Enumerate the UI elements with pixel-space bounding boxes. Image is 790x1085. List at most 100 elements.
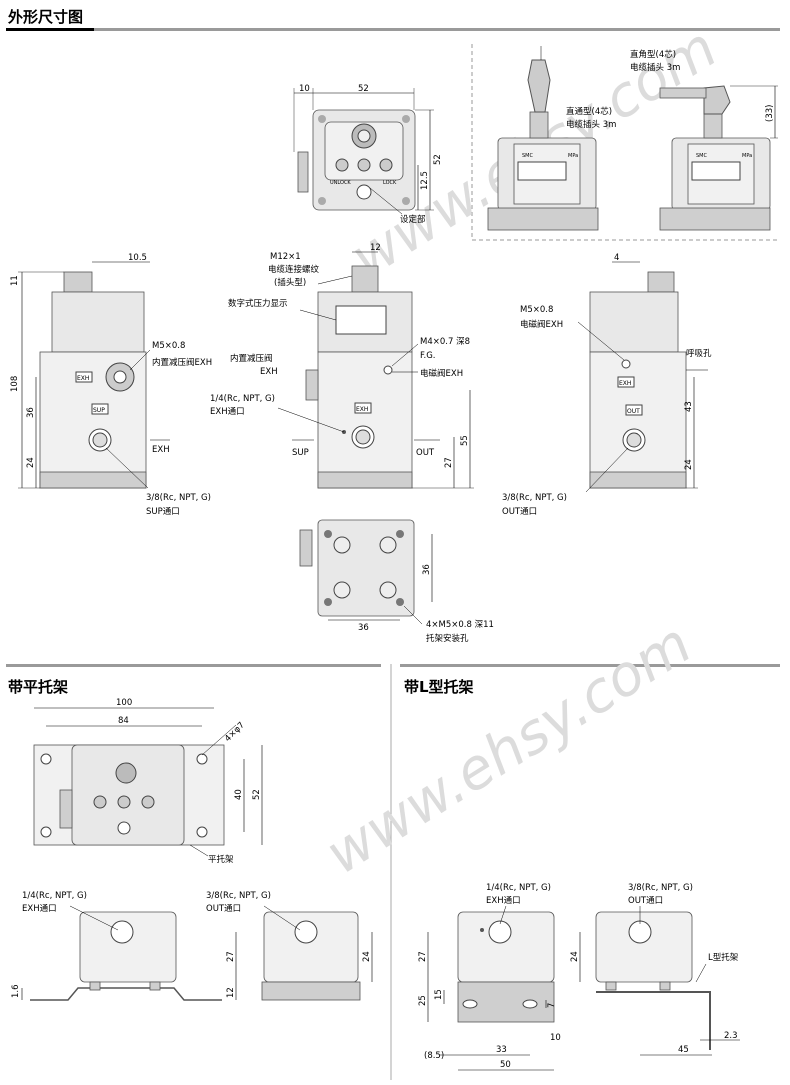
top-side-port bbox=[297, 151, 309, 193]
front-m12-c: (插头型) bbox=[274, 277, 306, 288]
l-dim-8-5: (8.5) bbox=[424, 1051, 444, 1061]
front-fg: F.G. bbox=[420, 351, 436, 361]
l-dim-33: 33 bbox=[496, 1045, 507, 1055]
l-dim-27: 27 bbox=[418, 951, 428, 962]
l-dim-2-3: 2.3 bbox=[724, 1031, 738, 1041]
inset-brand-2: SMC bbox=[696, 153, 707, 159]
front-view: EXH 12 M12×1 电缆连接螺纹 (插头型) 数字式压力显示 M4×0.7… bbox=[210, 243, 474, 489]
l-p2a: 3/8(Rc, NPT, G) bbox=[628, 883, 693, 893]
flat-p1b: EXH通口 bbox=[22, 903, 57, 914]
dim-43: 43 bbox=[684, 401, 694, 412]
section-rule-lshape bbox=[400, 664, 780, 667]
dim-36: 36 bbox=[26, 407, 36, 418]
front-inner-1: 内置减压阀 bbox=[230, 353, 273, 364]
top-view: UNLOCK LOCK 10 52 52 12.5 设定部 bbox=[293, 84, 443, 225]
left-sup-tag: SUP bbox=[93, 407, 105, 414]
flat-dim-84: 84 bbox=[118, 716, 129, 726]
inset-mpa-2: MPa bbox=[742, 153, 752, 159]
dim-24: 24 bbox=[26, 457, 36, 468]
front-inner-2: EXH bbox=[260, 367, 278, 377]
dim-12: 12 bbox=[370, 243, 381, 253]
l-dim-50: 50 bbox=[500, 1060, 511, 1070]
left-m5: M5×0.8 bbox=[152, 341, 185, 351]
watermark-2: www.ehsy.com bbox=[315, 611, 703, 887]
flat-dim-24: 24 bbox=[362, 951, 372, 962]
bottom-view: 36 36 4×M5×0.8 深11 托架安装孔 bbox=[299, 519, 494, 644]
front-sup-arrow: SUP bbox=[292, 448, 309, 458]
front-m12-b: 电缆连接螺纹 bbox=[268, 264, 320, 275]
dim-36-v: 36 bbox=[422, 564, 432, 575]
dim-108: 108 bbox=[10, 376, 20, 392]
l-label: L型托架 bbox=[708, 952, 739, 963]
right-m5: M5×0.8 bbox=[520, 305, 553, 315]
bottom-holes: 4×M5×0.8 深11 bbox=[426, 620, 494, 630]
inset-brand-1: SMC bbox=[522, 153, 533, 159]
l-dim-7: 7 bbox=[547, 1003, 557, 1008]
flat-dim-12: 12 bbox=[226, 987, 236, 998]
front-exh-tag: EXH bbox=[356, 406, 368, 413]
dim-55: 55 bbox=[460, 435, 470, 446]
flat-dim-100: 100 bbox=[116, 698, 132, 708]
left-exh-tag: EXH bbox=[77, 375, 89, 382]
inset-angle-2: 电缆插头 3m bbox=[630, 62, 680, 73]
l-p1a: 1/4(Rc, NPT, G) bbox=[486, 883, 551, 893]
left-exh-arrow: EXH bbox=[152, 445, 170, 455]
front-digital: 数字式压力显示 bbox=[228, 298, 288, 309]
l-bracket-view: 1/4(Rc, NPT, G) EXH通口 27 25 15 7 10 (8.5… bbox=[418, 883, 740, 1071]
lock-label: LOCK bbox=[383, 180, 397, 186]
front-m4: M4×0.7 深8 bbox=[420, 337, 470, 347]
right-sol: 电磁阀EXH bbox=[520, 319, 563, 330]
front-port-1: 1/4(Rc, NPT, G) bbox=[210, 394, 275, 404]
flat-p2b: OUT通口 bbox=[206, 903, 241, 914]
inset-frame bbox=[471, 44, 778, 241]
dim-12-5: 12.5 bbox=[420, 171, 430, 190]
l-dim-15: 15 bbox=[434, 989, 444, 1000]
dim-33: (33) bbox=[765, 105, 775, 122]
left-exh-valve: 内置减压阀EXH bbox=[152, 357, 212, 368]
dim-27: 27 bbox=[444, 457, 454, 468]
flat-plate: 平托架 bbox=[208, 854, 234, 865]
flat-dim-7: 4×φ7 bbox=[223, 720, 247, 744]
left-port-1: 3/8(Rc, NPT, G) bbox=[146, 493, 211, 503]
front-m12-a: M12×1 bbox=[270, 252, 301, 262]
flat-dim-40: 40 bbox=[234, 789, 244, 800]
dim-4: 4 bbox=[614, 253, 619, 263]
flat-dim-16: 1.6 bbox=[11, 984, 21, 998]
unlock-label: UNLOCK bbox=[330, 180, 351, 186]
right-side-view: EXH OUT 4 M5×0.8 电磁阀EXH 呼吸孔 43 24 3/8(Rc… bbox=[502, 253, 712, 517]
right-port-2: OUT通口 bbox=[502, 506, 537, 517]
section-rule-main bbox=[6, 28, 780, 31]
inset-angle-1: 直角型(4芯) bbox=[630, 49, 676, 60]
section-title-lshape: 带L型托架 bbox=[404, 678, 474, 696]
bottom-bracket: 托架安装孔 bbox=[426, 633, 469, 644]
section-title-flat: 带平托架 bbox=[8, 678, 69, 696]
dim-10: 10 bbox=[299, 84, 310, 94]
flat-bracket-view: 100 84 4×φ7 40 52 平托架 1/4(Rc, NPT, G) EX… bbox=[11, 698, 373, 1001]
l-dim-24: 24 bbox=[570, 951, 580, 962]
dim-36-h: 36 bbox=[358, 623, 369, 633]
l-p2b: OUT通口 bbox=[628, 895, 663, 906]
inset-mpa-1: MPa bbox=[568, 153, 578, 159]
right-exh-tag: EXH bbox=[619, 380, 631, 387]
front-solexh: 电磁阀EXH bbox=[420, 368, 463, 379]
inset-straight-2: 电缆插头 3m bbox=[566, 119, 616, 130]
right-out-tag: OUT bbox=[627, 408, 640, 415]
l-dim-25: 25 bbox=[418, 995, 428, 1006]
dim-52-width: 52 bbox=[358, 84, 369, 94]
flat-dim-52: 52 bbox=[252, 789, 262, 800]
dim-52-height: 52 bbox=[433, 154, 443, 165]
right-port-1: 3/8(Rc, NPT, G) bbox=[502, 493, 567, 503]
flat-p1a: 1/4(Rc, NPT, G) bbox=[22, 891, 87, 901]
dim-11: 11 bbox=[10, 275, 20, 286]
dim-10-5: 10.5 bbox=[128, 253, 147, 263]
left-side-view: EXH SUP EXH 10.5 11 108 36 24 M5×0.8 内置减… bbox=[10, 253, 212, 517]
right-breath: 呼吸孔 bbox=[686, 348, 712, 359]
l-p1b: EXH通口 bbox=[486, 895, 521, 906]
left-port-2: SUP通口 bbox=[146, 506, 180, 517]
l-dim-10: 10 bbox=[550, 1033, 561, 1043]
front-out-arrow: OUT bbox=[416, 448, 435, 458]
l-dim-45: 45 bbox=[678, 1045, 689, 1055]
dim-24-right: 24 bbox=[684, 459, 694, 470]
flat-p2a: 3/8(Rc, NPT, G) bbox=[206, 891, 271, 901]
